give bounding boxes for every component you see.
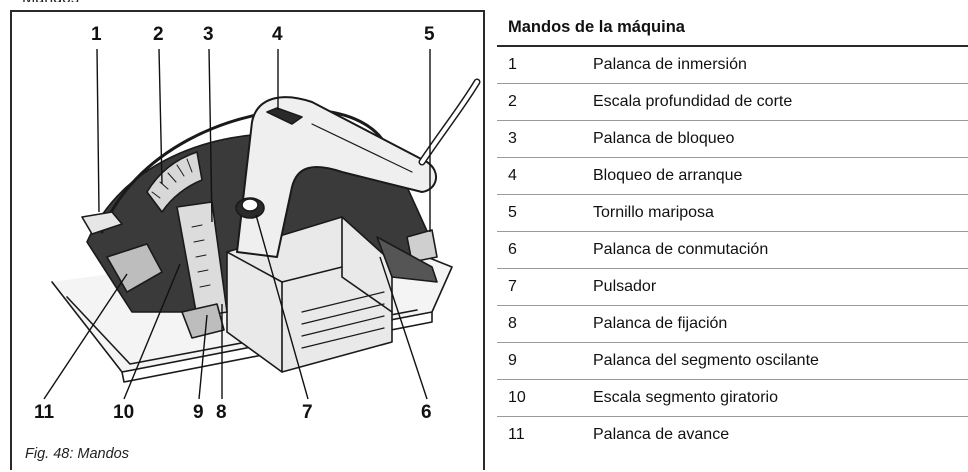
row-label: Palanca de fijación [593, 305, 968, 343]
callout-7: 7 [302, 402, 313, 423]
row-label: Bloqueo de arranque [593, 157, 968, 195]
row-number: 9 [497, 342, 593, 380]
row-number: 4 [497, 157, 593, 195]
callout-6: 6 [421, 402, 432, 423]
row-label: Palanca de inmersión [593, 46, 968, 84]
callout-1: 1 [91, 24, 102, 45]
row-number: 8 [497, 305, 593, 343]
callout-5: 5 [424, 24, 435, 45]
callout-4: 4 [272, 24, 283, 45]
callout-8: 8 [216, 402, 227, 423]
row-number: 10 [497, 379, 593, 417]
figure-caption: Fig. 48: Mandos [25, 446, 129, 462]
table-header: Mandos de la máquina [497, 10, 968, 47]
callout-10: 10 [113, 402, 135, 423]
row-label: Escala segmento giratorio [593, 379, 968, 417]
row-label: Palanca de avance [593, 426, 730, 443]
row-label: Palanca del segmento oscilante [593, 342, 968, 380]
callout-11: 11 [34, 402, 55, 423]
figure-panel: 1 2 3 4 5 11 10 9 8 7 6 Fig. 48: Mandos [10, 10, 485, 470]
cropped-heading-fragment: Mandos [22, 0, 79, 2]
callout-2: 2 [153, 24, 164, 45]
row-number: 1 [497, 46, 593, 84]
row-number: 3 [497, 120, 593, 158]
row-label: Palanca de conmutación [593, 231, 968, 269]
table-header-row: Mandos de la máquina [497, 10, 968, 47]
row-number: 2 [497, 83, 593, 121]
row-label: Tornillo mariposa [593, 194, 968, 232]
row-label: Palanca de bloqueo [593, 120, 968, 158]
row-label: Escala profundidad de corte [593, 83, 968, 121]
callout-9: 9 [193, 402, 204, 423]
row-number: 11 [508, 426, 525, 443]
table-row: 11 Palanca de avance [497, 417, 968, 454]
row-label: Pulsador [593, 268, 968, 306]
row-number: 7 [497, 268, 593, 306]
callout-3: 3 [203, 24, 214, 45]
saw-illustration [43, 48, 481, 400]
row-number: 5 [497, 194, 593, 232]
row-number: 6 [497, 231, 593, 269]
